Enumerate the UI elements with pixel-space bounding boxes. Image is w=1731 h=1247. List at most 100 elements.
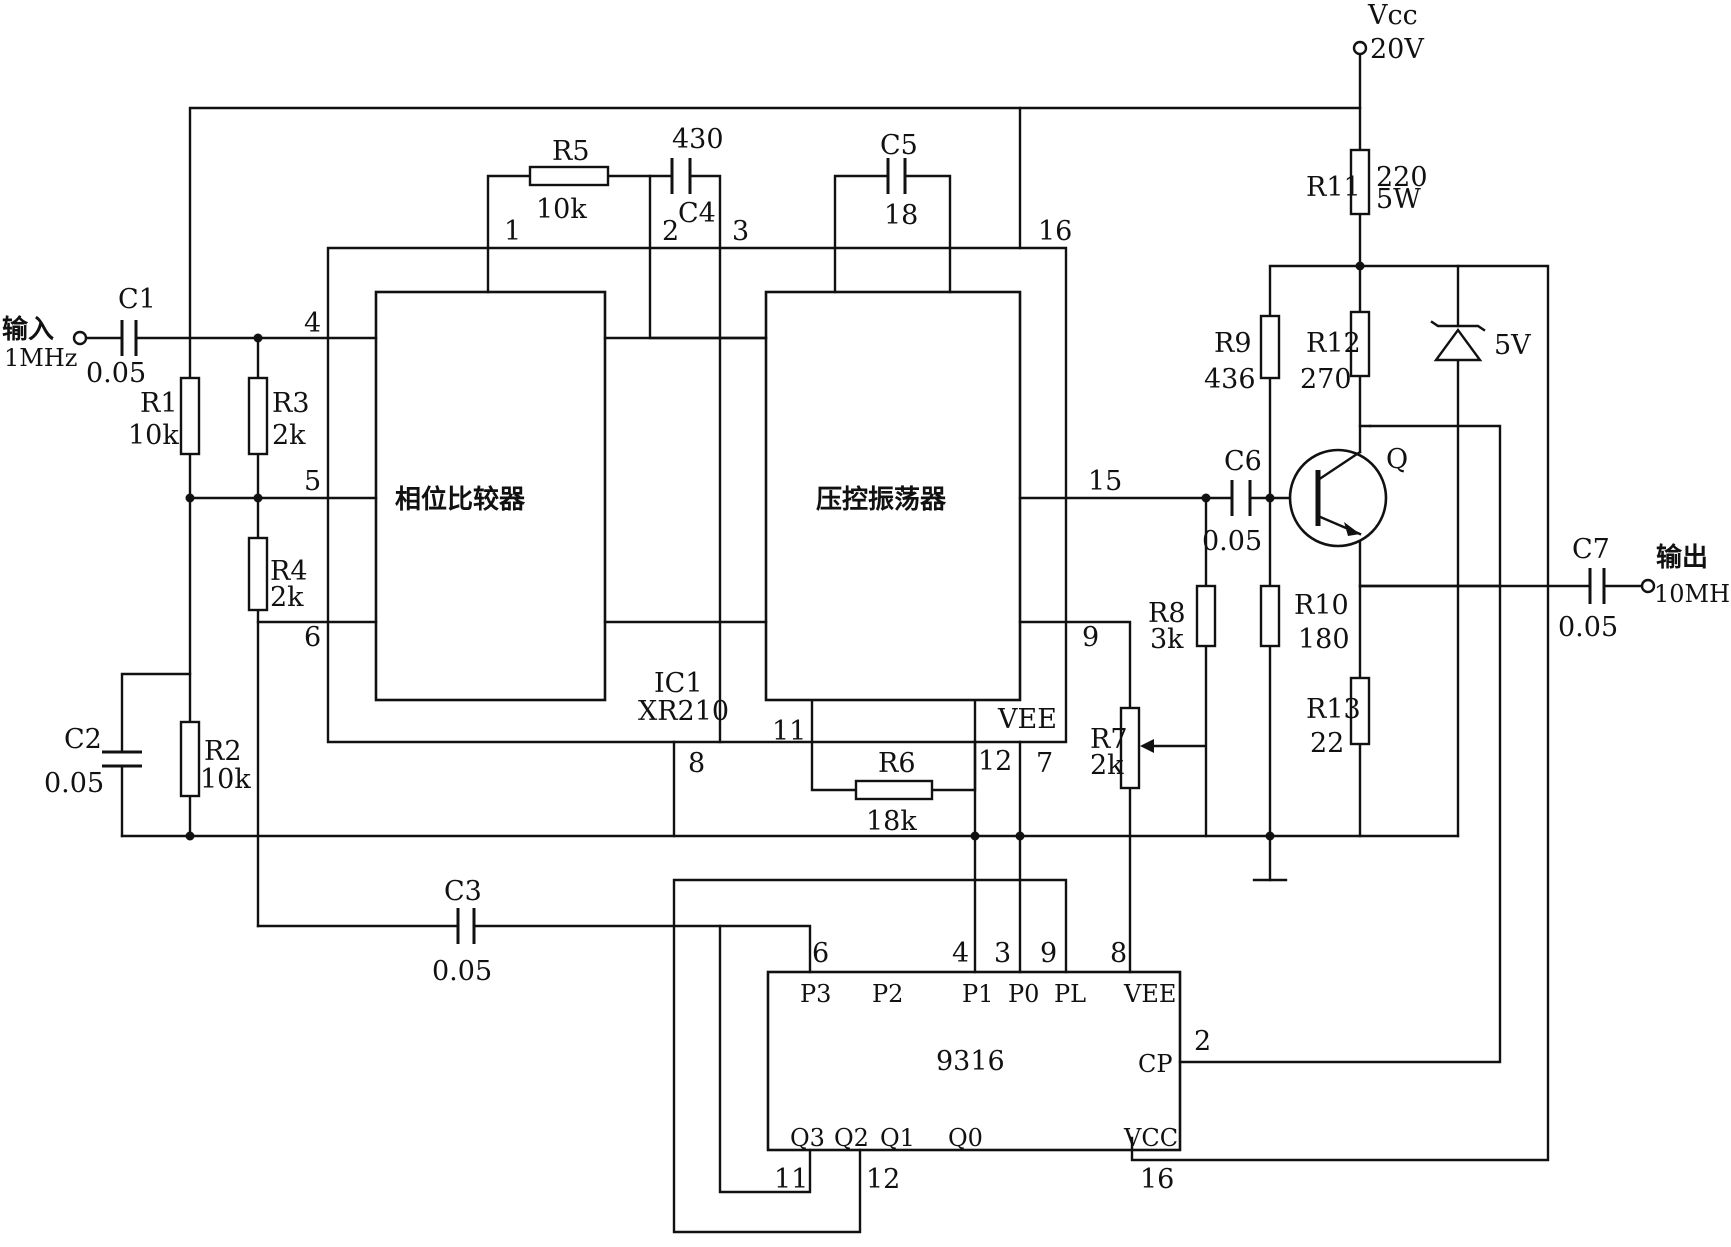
r11-rating: 5W — [1376, 184, 1421, 215]
r2-name: R2 — [204, 736, 242, 767]
output-terminal — [1640, 578, 1656, 594]
zener-diode — [1430, 320, 1486, 362]
resistor-r1 — [179, 376, 201, 456]
r3-name: R3 — [272, 388, 310, 419]
counter-pin-number: 6 — [812, 938, 829, 969]
resistor-r11 — [1349, 148, 1371, 216]
c5-name: C5 — [880, 130, 918, 161]
counter-pin-label: Q3 — [790, 1124, 825, 1152]
pin-label: 3 — [732, 216, 749, 247]
r6-value: 18k — [866, 806, 917, 837]
counter-pin-number: 3 — [994, 938, 1011, 969]
counter-pin-label: PL — [1054, 980, 1086, 1008]
input-terminal — [72, 330, 88, 346]
phase-comparator-label: 相位比较器 — [395, 484, 526, 515]
counter-pin-number: 16 — [1140, 1164, 1174, 1195]
resistors — [179, 148, 1371, 801]
counter-pin-label: P3 — [800, 980, 831, 1008]
resistor-r13 — [1349, 676, 1371, 746]
resistor-r2 — [179, 720, 201, 798]
counter-9316-block — [766, 970, 1182, 1152]
pin-label: 5 — [304, 466, 321, 497]
c4-name: C4 — [678, 198, 716, 229]
output-freq: 10MHZ — [1654, 580, 1731, 608]
ic1-part: XR210 — [638, 696, 729, 727]
transistor-q — [1288, 424, 1388, 548]
c4-value: 430 — [672, 124, 724, 155]
c7-name: C7 — [1572, 534, 1610, 565]
ic1-name: IC1 — [654, 668, 703, 699]
counter-pin-label: VCC — [1123, 1124, 1178, 1152]
c2-name: C2 — [64, 724, 102, 755]
counter-pin-number: 4 — [952, 938, 969, 969]
r5-name: R5 — [552, 136, 590, 167]
r1-name: R1 — [140, 388, 178, 419]
r3-value: 2k — [272, 420, 306, 451]
c1-name: C1 — [118, 284, 156, 315]
r5-value: 10k — [536, 194, 587, 225]
c1-value: 0.05 — [86, 358, 146, 389]
wires — [84, 46, 1644, 1234]
capacitor-c1 — [120, 320, 138, 356]
counter-pin-number: 2 — [1194, 1026, 1211, 1057]
counter-pin-number: 8 — [1110, 938, 1127, 969]
pin-label: 16 — [1038, 216, 1072, 247]
r13-name: R13 — [1306, 694, 1361, 725]
pin-label: 4 — [304, 308, 321, 339]
resistor-r12 — [1349, 310, 1371, 378]
pin-label: 9 — [1082, 622, 1099, 653]
r6-name: R6 — [878, 748, 916, 779]
r8-name: R8 — [1148, 598, 1186, 629]
r11-name: R11 — [1306, 172, 1361, 203]
transistor-name: Q — [1386, 444, 1408, 475]
vcc-label: Vcc — [1367, 0, 1418, 31]
pin-label: VEE — [997, 704, 1057, 735]
r11-value: 220 — [1376, 162, 1428, 193]
r12-value: 270 — [1300, 364, 1352, 395]
r4-name: R4 — [270, 556, 308, 587]
resistor-r8 — [1195, 584, 1217, 648]
resistor-r6 — [854, 779, 934, 801]
r12-name: R12 — [1306, 328, 1361, 359]
resistor-r10 — [1259, 584, 1281, 648]
resistor-r4 — [247, 536, 269, 612]
pin-label: 2 — [662, 216, 679, 247]
r7-value: 2k — [1090, 750, 1124, 781]
c5-value: 18 — [884, 200, 918, 231]
resistor-r5 — [528, 165, 610, 187]
counter-pin-label: P1 — [962, 980, 993, 1008]
r10-name: R10 — [1294, 590, 1349, 621]
c6-value: 0.05 — [1202, 526, 1262, 557]
resistor-r7 — [1119, 706, 1141, 790]
counter-part: 9316 — [936, 1046, 1005, 1077]
c3-name: C3 — [444, 876, 482, 907]
vco-label: 压控振荡器 — [816, 485, 947, 515]
counter-pin-label: P2 — [872, 980, 903, 1008]
pin-label: 15 — [1088, 466, 1122, 497]
capacitor-c7 — [1588, 568, 1606, 604]
counter-pin-label: CP — [1138, 1050, 1173, 1078]
counter-pin-label: P0 — [1008, 980, 1039, 1008]
c3-value: 0.05 — [432, 956, 492, 987]
phase-comparator-block — [374, 290, 607, 702]
resistor-r3 — [247, 376, 269, 456]
c7-value: 0.05 — [1558, 612, 1618, 643]
vco-block — [764, 290, 1022, 702]
terminals — [72, 40, 1656, 594]
labels: Vcc 20V 输入 1MHz 输出 10MHZ 相位比较器 压控振荡器 IC1… — [2, 0, 1731, 1195]
output-label: 输出 — [1656, 542, 1708, 573]
pin-label: 8 — [688, 748, 705, 779]
r13-value: 22 — [1310, 728, 1344, 759]
c2-value: 0.05 — [44, 768, 104, 799]
r2-value: 10k — [200, 764, 251, 795]
pin-label: 7 — [1036, 748, 1053, 779]
vcc-terminal — [1352, 40, 1368, 56]
r7-name: R7 — [1090, 724, 1128, 755]
counter-pin-number: 11 — [774, 1164, 808, 1195]
input-freq: 1MHz — [4, 344, 77, 372]
counter-pin-label: Q1 — [880, 1124, 915, 1152]
pin-label: 11 — [772, 716, 806, 747]
r1-value: 10k — [128, 420, 179, 451]
pin-label: 1 — [504, 216, 521, 247]
